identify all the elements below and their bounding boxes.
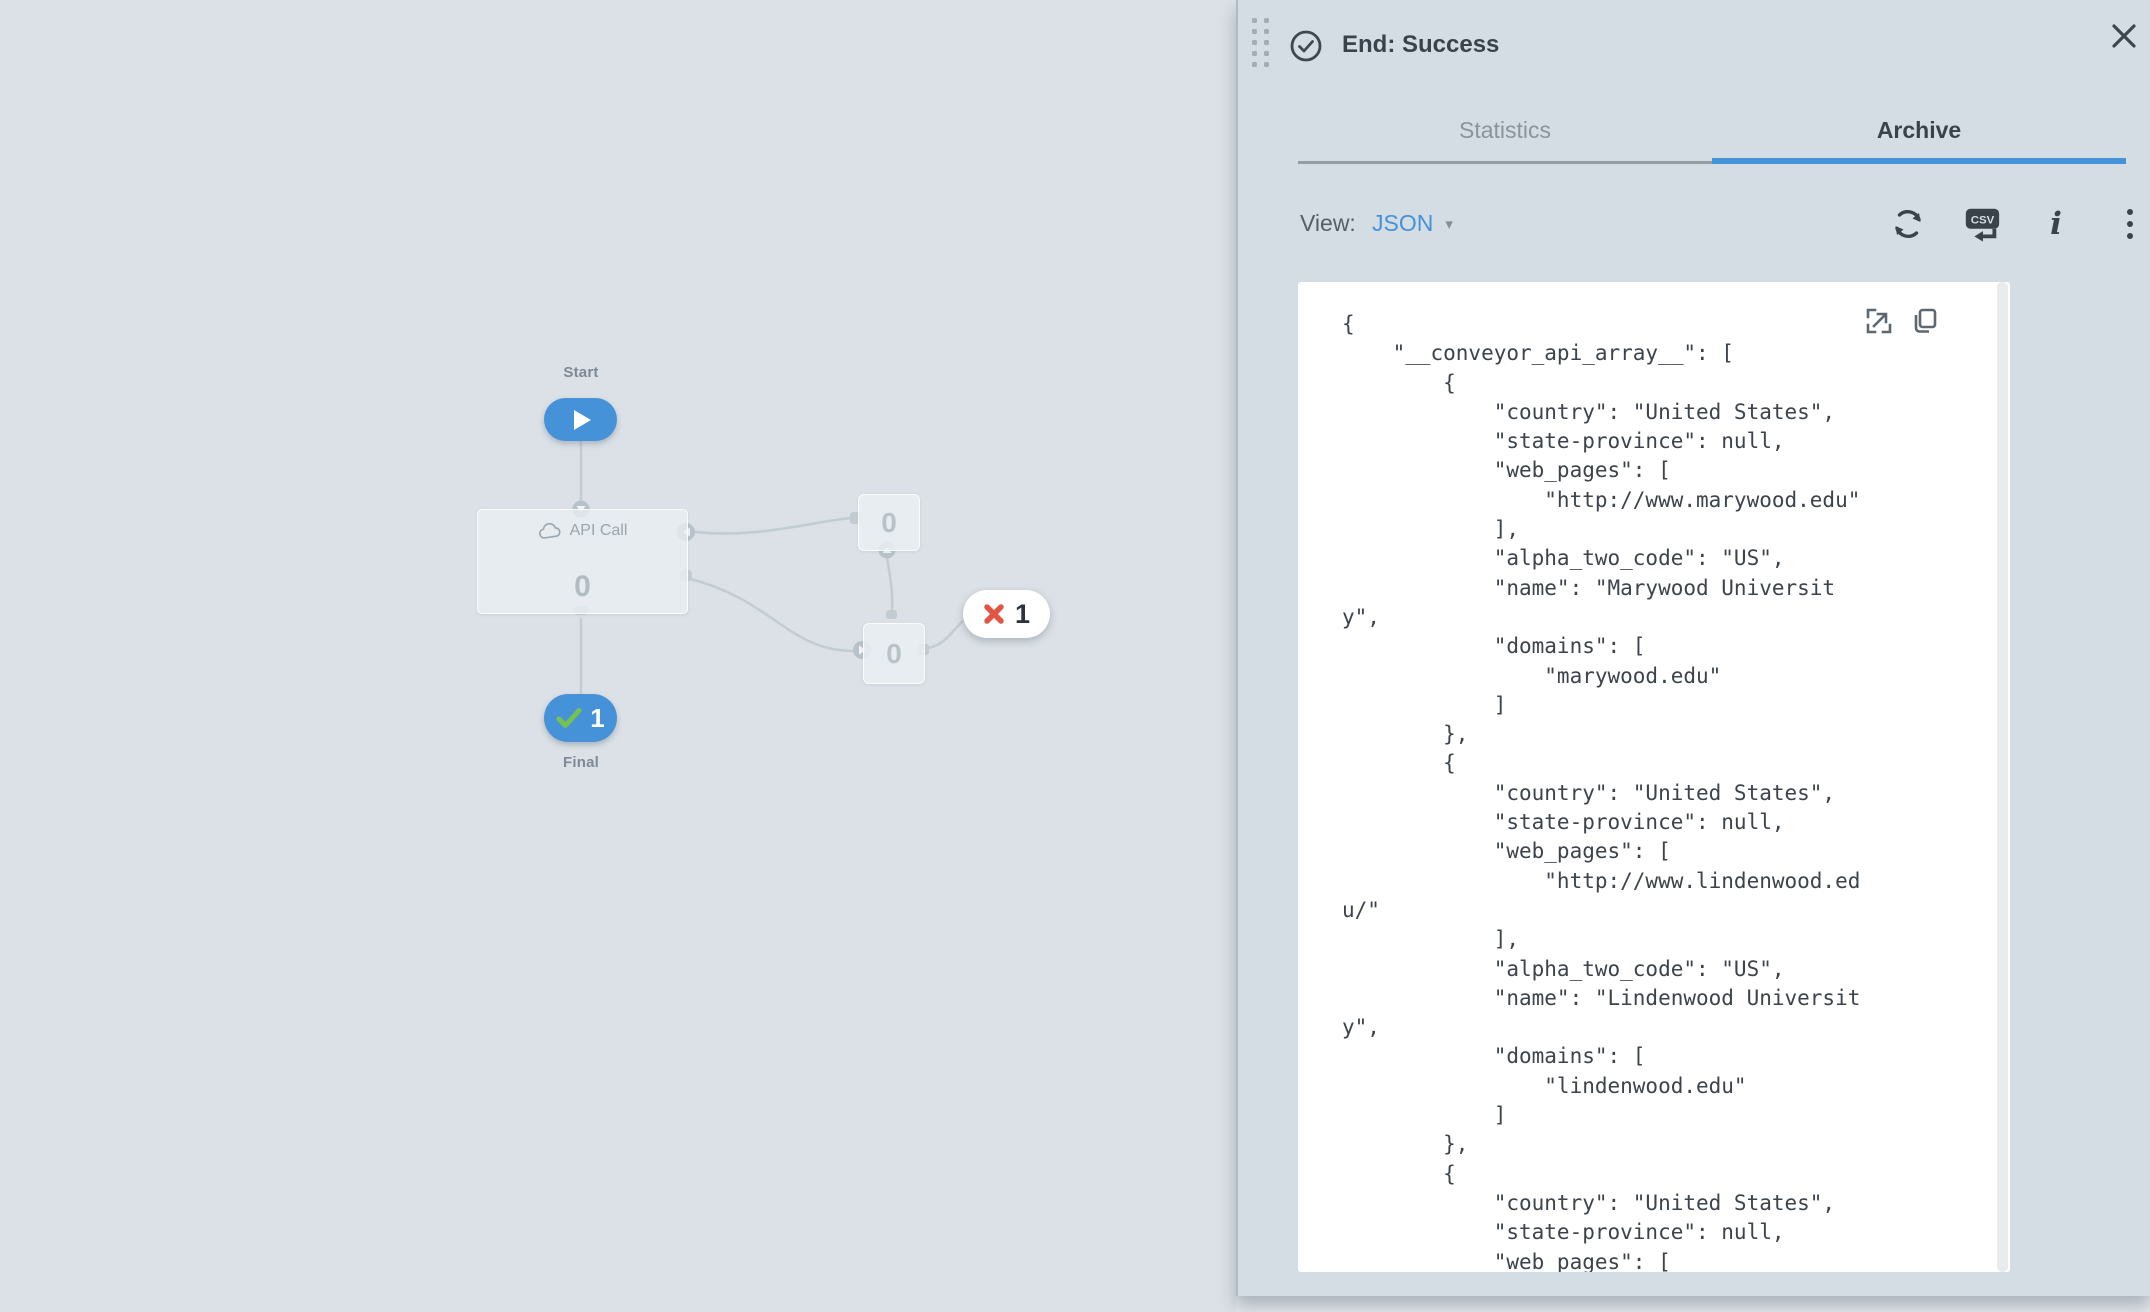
- view-label: View:: [1300, 210, 1356, 236]
- api-call-node[interactable]: API Call 0: [477, 509, 688, 614]
- panel-drag-handle[interactable]: [1252, 18, 1269, 67]
- api-call-count: 0: [574, 570, 591, 603]
- info-icon: i: [2050, 206, 2062, 242]
- panel-tabs: Statistics Archive: [1298, 96, 2126, 164]
- final-node-label: Final: [562, 754, 599, 771]
- archive-json-viewer: { "__conveyor_api_array__": [ { "country…: [1298, 282, 2010, 1272]
- final-count: 1: [590, 702, 605, 733]
- error-count: 1: [1014, 598, 1031, 629]
- check-icon: [556, 708, 582, 728]
- copy-button[interactable]: [1910, 306, 1940, 336]
- panel-title: End: Success: [1342, 31, 1500, 58]
- code-scrollbar[interactable]: [1997, 282, 2008, 1272]
- node-inspector-panel: End: Success Statistics Archive View: JS…: [1236, 0, 2150, 1296]
- api-call-label: API Call: [569, 522, 628, 539]
- kebab-menu-icon: [2127, 209, 2133, 239]
- csv-export-icon: CSV: [1965, 208, 2000, 242]
- error-badge-node[interactable]: 1: [963, 590, 1050, 638]
- cloud-icon: [538, 522, 561, 539]
- start-node-label: Start: [563, 364, 599, 381]
- svg-text:CSV: CSV: [1971, 215, 1995, 227]
- success-check-circle-icon: [1290, 30, 1322, 62]
- start-node[interactable]: [544, 398, 617, 441]
- copy-icon: [1914, 308, 1937, 333]
- info-button[interactable]: i: [2036, 202, 2076, 246]
- branch-node-bottom[interactable]: 0: [863, 623, 925, 684]
- play-icon: [574, 409, 591, 430]
- view-toolbar: View: JSON ▾ CSV: [1298, 200, 2150, 248]
- refresh-button[interactable]: [1888, 202, 1928, 246]
- chevron-down-icon: ▾: [1445, 215, 1453, 233]
- x-mark-icon: [984, 604, 1004, 624]
- tab-statistics[interactable]: Statistics: [1298, 96, 1712, 164]
- view-format-select[interactable]: JSON ▾: [1372, 210, 1453, 237]
- expand-button[interactable]: [1864, 306, 1894, 336]
- export-csv-button[interactable]: CSV: [1962, 202, 2002, 246]
- branch-node-top[interactable]: 0: [858, 494, 920, 551]
- json-code[interactable]: { "__conveyor_api_array__": [ { "country…: [1342, 312, 1861, 1272]
- final-node[interactable]: 1: [544, 694, 617, 742]
- flow-connectors: [572, 441, 964, 694]
- branch-top-count: 0: [881, 506, 897, 538]
- workflow-canvas[interactable]: Start API Call 0 0 0 1 1 Final: [0, 0, 1236, 1312]
- view-format-value: JSON: [1372, 210, 1434, 236]
- expand-icon: [1866, 308, 1892, 334]
- branch-bottom-count: 0: [886, 637, 902, 669]
- refresh-icon: [1895, 210, 1921, 238]
- more-options-button[interactable]: [2110, 202, 2150, 246]
- close-icon[interactable]: [2106, 18, 2142, 54]
- tab-archive[interactable]: Archive: [1712, 96, 2126, 164]
